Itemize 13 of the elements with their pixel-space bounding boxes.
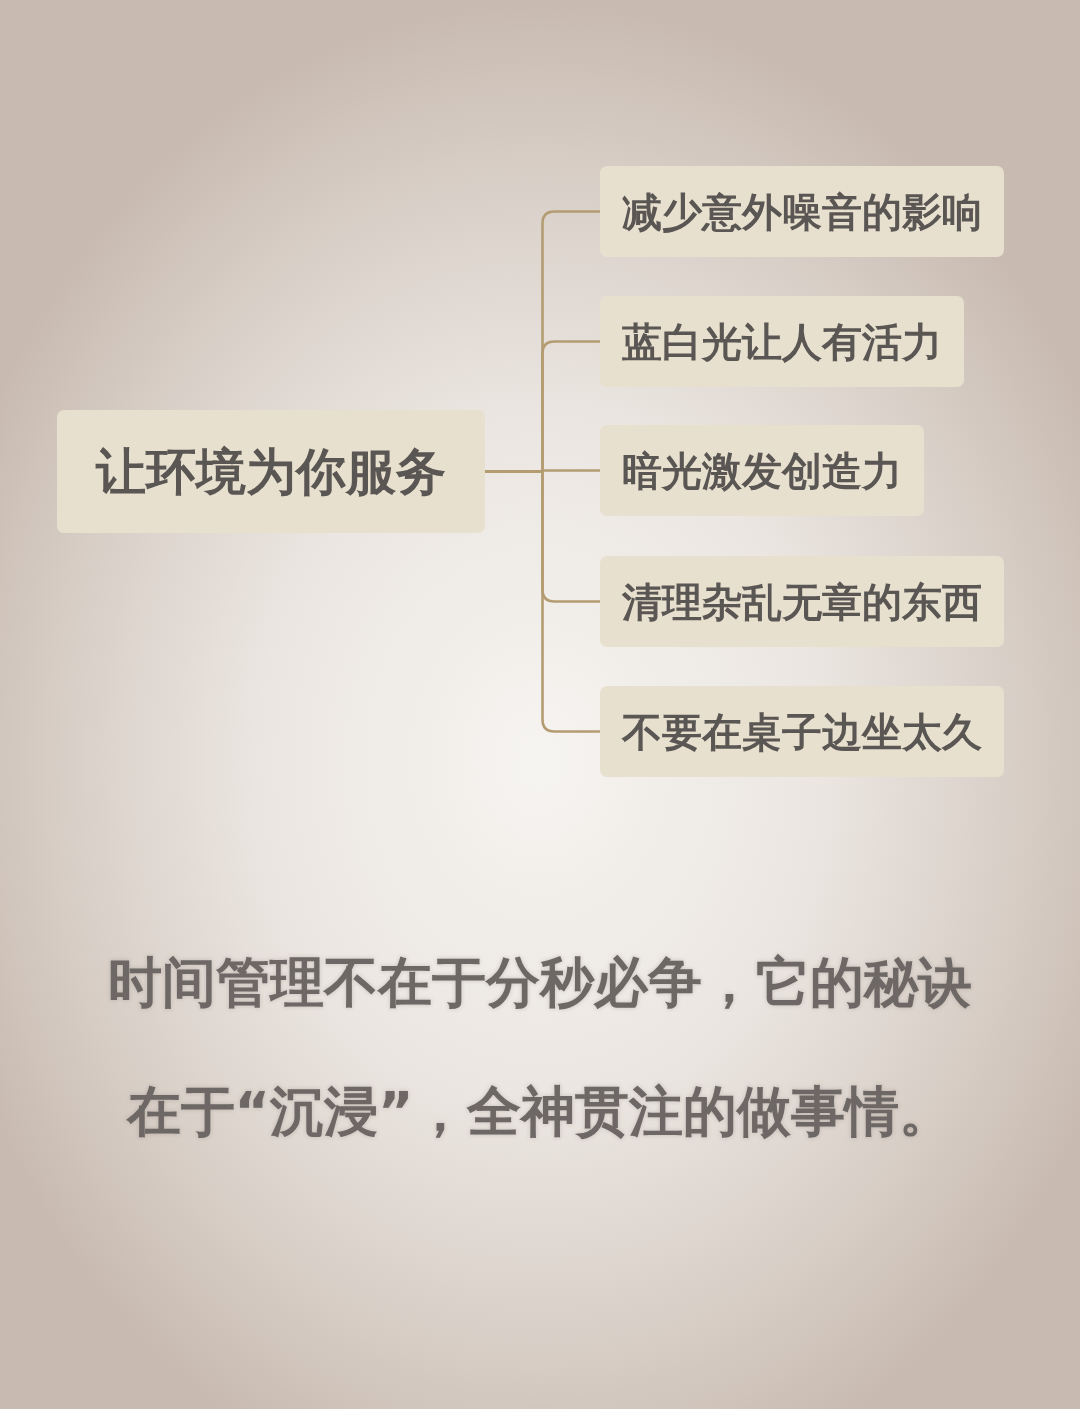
branch-text: 减少意外噪音的影响 (622, 187, 982, 236)
topic-text: 让环境为你服务 (96, 441, 446, 502)
branch-box (600, 166, 1004, 257)
branch-box (600, 556, 1004, 647)
branch-box (600, 686, 1004, 777)
summary-text: 时间管理不在于分秒必争，它的秘诀在于“沉浸”，全神贯注的做事情。 (107, 950, 973, 1145)
branch-box (600, 296, 964, 387)
branch-box (600, 425, 924, 516)
branch-text: 不要在桌子边坐太久 (622, 707, 982, 756)
branch-text: 清理杂乱无章的东西 (622, 577, 982, 626)
branch-text: 蓝白光让人有活力 (622, 317, 942, 366)
branch-text: 暗光激发创造力 (622, 446, 902, 495)
topic-box (57, 410, 485, 533)
